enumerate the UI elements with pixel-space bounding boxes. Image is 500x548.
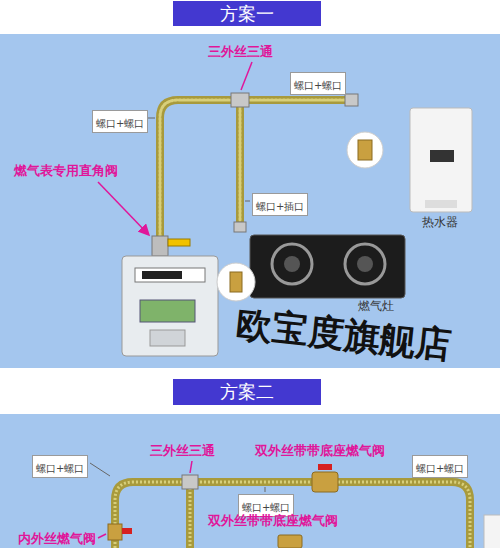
part-label: 内外丝燃气阀 [18, 531, 96, 546]
fitting-icon [217, 263, 255, 301]
tee-fitting [231, 93, 249, 107]
part-label: 燃气表专用直角阀 [14, 163, 118, 178]
fitting-icon [347, 132, 383, 168]
gas-meter [122, 256, 218, 356]
valve-handle [122, 528, 132, 534]
node-text: 螺口+螺口 [36, 463, 84, 474]
valve-handle [168, 239, 190, 246]
node-text: 螺口+插口 [256, 201, 304, 212]
gas-valve [108, 524, 122, 540]
leader-arrow [98, 182, 148, 234]
node-text: 螺口+螺口 [242, 502, 290, 513]
node-text: 方案一 [220, 4, 274, 24]
leader-line [98, 534, 106, 538]
watermark: 欧宝度旗舰店 [235, 303, 454, 365]
joint-tag: 螺口+螺口 [290, 72, 346, 95]
leader-line [90, 463, 110, 476]
node-text: 螺口+螺口 [294, 80, 342, 91]
brass-fitting [230, 272, 242, 292]
leader-line [190, 461, 192, 473]
part-label: 双外丝带带底座燃气阀 [255, 443, 385, 458]
brass-fitting [358, 140, 372, 160]
leader-line [245, 201, 250, 202]
device-label: 燃气灶 [358, 299, 394, 313]
gas-valve [312, 472, 338, 492]
node-text: 螺口+螺口 [416, 463, 464, 474]
water-heater [410, 108, 472, 212]
node-text: 螺口+螺口 [96, 118, 144, 129]
part-label: 三外丝三通 [208, 44, 273, 59]
node-text: 方案二 [220, 382, 274, 402]
scheme-banner: 方案二 [172, 378, 322, 406]
angle-valve [152, 236, 168, 256]
joint-tag: 螺口+螺口 [92, 110, 148, 133]
part-label: 双外丝带带底座燃气阀 [208, 513, 338, 528]
panel-one [0, 34, 500, 368]
gas-stove [250, 235, 405, 298]
leader-line [265, 487, 266, 492]
nut [345, 94, 358, 106]
part-label: 三外丝三通 [150, 443, 215, 458]
device-label: 热水器 [422, 215, 458, 229]
scheme-banner: 方案一 [172, 0, 322, 27]
valve-handle [318, 464, 332, 470]
leader-line [148, 118, 155, 119]
gas-hose [115, 482, 470, 548]
gas-valve [278, 535, 302, 548]
nut [234, 222, 246, 232]
joint-tag: 螺口+插口 [252, 193, 308, 216]
water-heater [484, 515, 500, 548]
tee-fitting [182, 475, 198, 489]
joint-tag: 螺口+螺口 [412, 455, 468, 478]
gas-hose [160, 100, 345, 240]
panel-two [0, 414, 500, 548]
joint-tag: 螺口+螺口 [32, 455, 88, 478]
leader-line [241, 62, 252, 90]
